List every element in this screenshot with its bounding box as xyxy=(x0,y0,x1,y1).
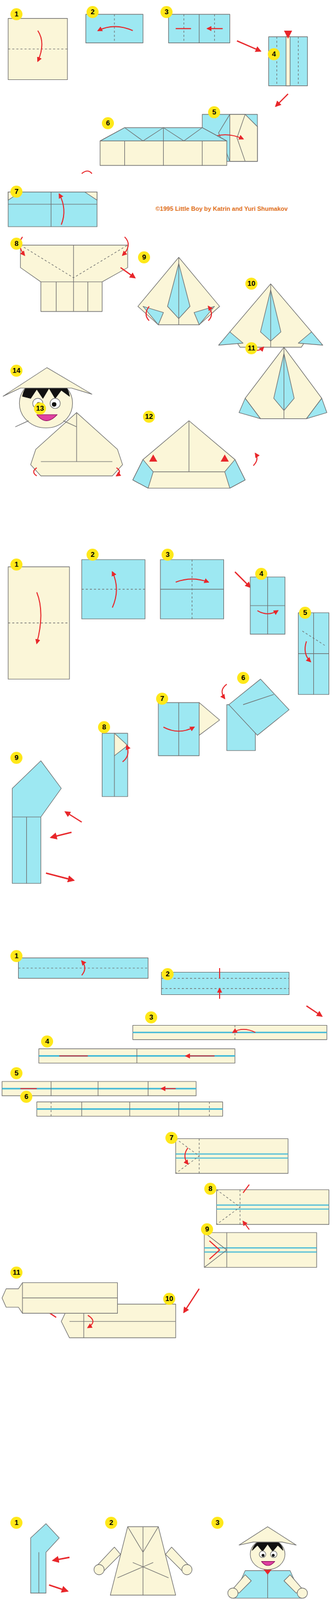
step-number: 4 xyxy=(41,1035,54,1048)
step-number: 4 xyxy=(267,48,280,61)
step-number: 4 xyxy=(255,567,268,581)
step-number: 10 xyxy=(245,277,258,290)
step-number: 9 xyxy=(138,251,151,264)
step-number: 10 xyxy=(163,1293,176,1306)
step-number: 8 xyxy=(98,721,111,734)
step-number: 11 xyxy=(10,1266,23,1279)
step-number: 6 xyxy=(20,1091,33,1104)
step-number: 1 xyxy=(10,950,23,963)
step-number: 5 xyxy=(299,606,312,619)
copyright-note: ©1995 Little Boy by Katrin and Yuri Shum… xyxy=(154,204,289,213)
step-number: 6 xyxy=(237,672,250,685)
step-number: 5 xyxy=(10,1067,23,1080)
step-number: 5 xyxy=(208,106,221,119)
step-number: 2 xyxy=(161,968,174,981)
step-number: 1 xyxy=(10,1517,23,1530)
step-number: 9 xyxy=(10,751,23,765)
step-number: 14 xyxy=(10,364,23,377)
step-number: 8 xyxy=(204,1183,217,1196)
step-number: 3 xyxy=(145,1011,158,1024)
step-number: 7 xyxy=(10,185,23,198)
step-number: 3 xyxy=(211,1517,224,1530)
step-number: 1 xyxy=(10,558,23,571)
step-number: 8 xyxy=(10,237,23,250)
step-number: 7 xyxy=(156,692,169,705)
step-number: 7 xyxy=(165,1132,178,1145)
step-number: 2 xyxy=(105,1517,118,1530)
step-number: 11 xyxy=(245,342,258,355)
step-number: 2 xyxy=(86,548,99,561)
step-number: 13 xyxy=(33,402,47,415)
step-number: 6 xyxy=(101,117,114,130)
step-number: 3 xyxy=(161,548,174,561)
step-number: 2 xyxy=(86,6,99,19)
step-number: 12 xyxy=(142,410,155,423)
step-number: 9 xyxy=(201,1223,214,1236)
step-number: 3 xyxy=(160,6,173,19)
step-number: 1 xyxy=(10,8,23,21)
